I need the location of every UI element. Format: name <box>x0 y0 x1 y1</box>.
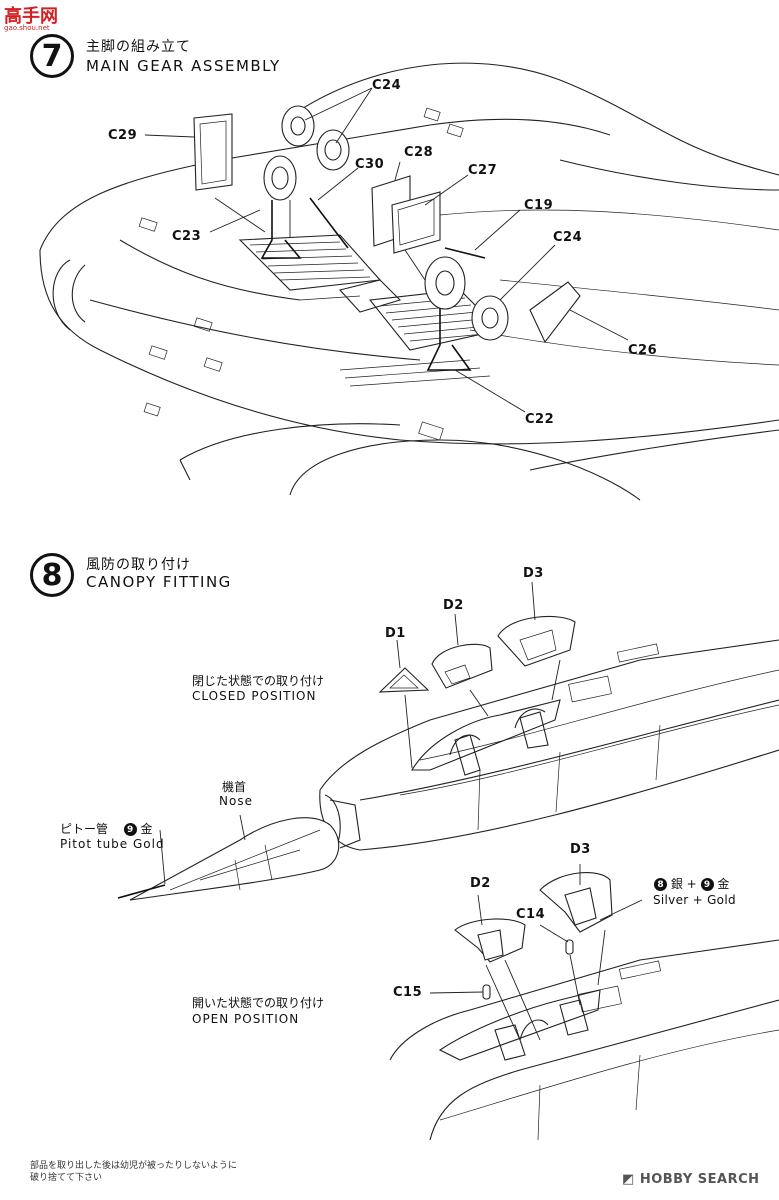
pitot-label-jp: ピトー管 9 金 <box>60 820 153 837</box>
nose-cone <box>117 817 340 901</box>
safety-note-line2: 破り捨てて下さい <box>30 1173 103 1183</box>
label-d3-open: D3 <box>570 842 591 857</box>
nose-label-en: Nose <box>219 794 253 808</box>
label-d1: D1 <box>385 626 406 641</box>
watermark-url: gao.shou.net <box>4 24 50 32</box>
pitot-label-en: Pitot tube Gold <box>60 837 165 851</box>
open-position-en: OPEN POSITION <box>192 1012 300 1026</box>
pitot-name-jp: ピトー管 <box>60 822 109 836</box>
label-c23: C23 <box>172 229 202 244</box>
mix-color-jp: 8 銀 + 9 金 <box>654 875 729 892</box>
step8-title-jp: 風防の取り付け <box>86 557 191 573</box>
hobby-search-icon: ◩ <box>622 1172 640 1187</box>
step7-fuselage <box>39 62 779 501</box>
closed-position-en: CLOSED POSITION <box>192 689 317 703</box>
step8-open-fuselage <box>389 939 779 1141</box>
mix-color-2: 金 <box>717 877 730 891</box>
step8-number: 8 <box>30 553 74 597</box>
pitot-color-jp: 金 <box>140 822 153 836</box>
step7-leader-lines <box>144 87 629 413</box>
open-position-jp: 開いた状態での取り付け <box>192 996 325 1010</box>
label-c27: C27 <box>468 163 498 178</box>
mix-color-1: 銀 <box>670 877 683 891</box>
label-c24-upper: C24 <box>372 78 402 93</box>
step8-closed-fuselage <box>319 639 779 851</box>
label-c15: C15 <box>393 985 423 1000</box>
step7-title-jp: 主脚の組み立て <box>86 39 191 55</box>
color-badge-9: 9 <box>123 823 137 836</box>
watermark-logo: 高手网 <box>4 6 58 27</box>
canopy-closed-parts <box>378 616 576 693</box>
color-badge-9b: 9 <box>700 878 714 891</box>
label-c30: C30 <box>355 157 385 172</box>
hobby-search-watermark: ◩ HOBBY SEARCH <box>622 1172 760 1187</box>
step8-title-en: CANOPY FITTING <box>86 573 232 591</box>
step7-number: 7 <box>30 34 74 78</box>
color-badge-8: 8 <box>654 878 667 891</box>
nose-label-jp: 機首 <box>222 780 247 794</box>
step8-closed-leaders <box>159 581 561 885</box>
label-d3-closed: D3 <box>523 566 544 581</box>
label-c14: C14 <box>516 907 546 922</box>
safety-note: 部品を取り出した後は幼児が被ったりしないように 破り捨てて下さい <box>30 1160 237 1184</box>
label-d2-closed: D2 <box>443 598 464 613</box>
label-d2-open: D2 <box>470 876 491 891</box>
mix-plus: + <box>686 877 697 891</box>
label-c26: C26 <box>628 343 658 358</box>
label-c19: C19 <box>524 198 554 213</box>
safety-note-line1: 部品を取り出した後は幼児が被ったりしないように <box>30 1161 237 1171</box>
label-c29: C29 <box>108 128 138 143</box>
mix-color-en: Silver + Gold <box>653 893 736 907</box>
closed-position-jp: 閉じた状態での取り付け <box>192 674 325 688</box>
brand-text: HOBBY SEARCH <box>639 1172 760 1187</box>
step8-open-leaders <box>429 864 643 1041</box>
canopy-open-parts <box>454 872 613 1000</box>
label-c24-lower: C24 <box>553 230 583 245</box>
label-c22: C22 <box>525 412 555 427</box>
step7-title-en: MAIN GEAR ASSEMBLY <box>86 57 281 75</box>
label-c28: C28 <box>404 145 434 160</box>
